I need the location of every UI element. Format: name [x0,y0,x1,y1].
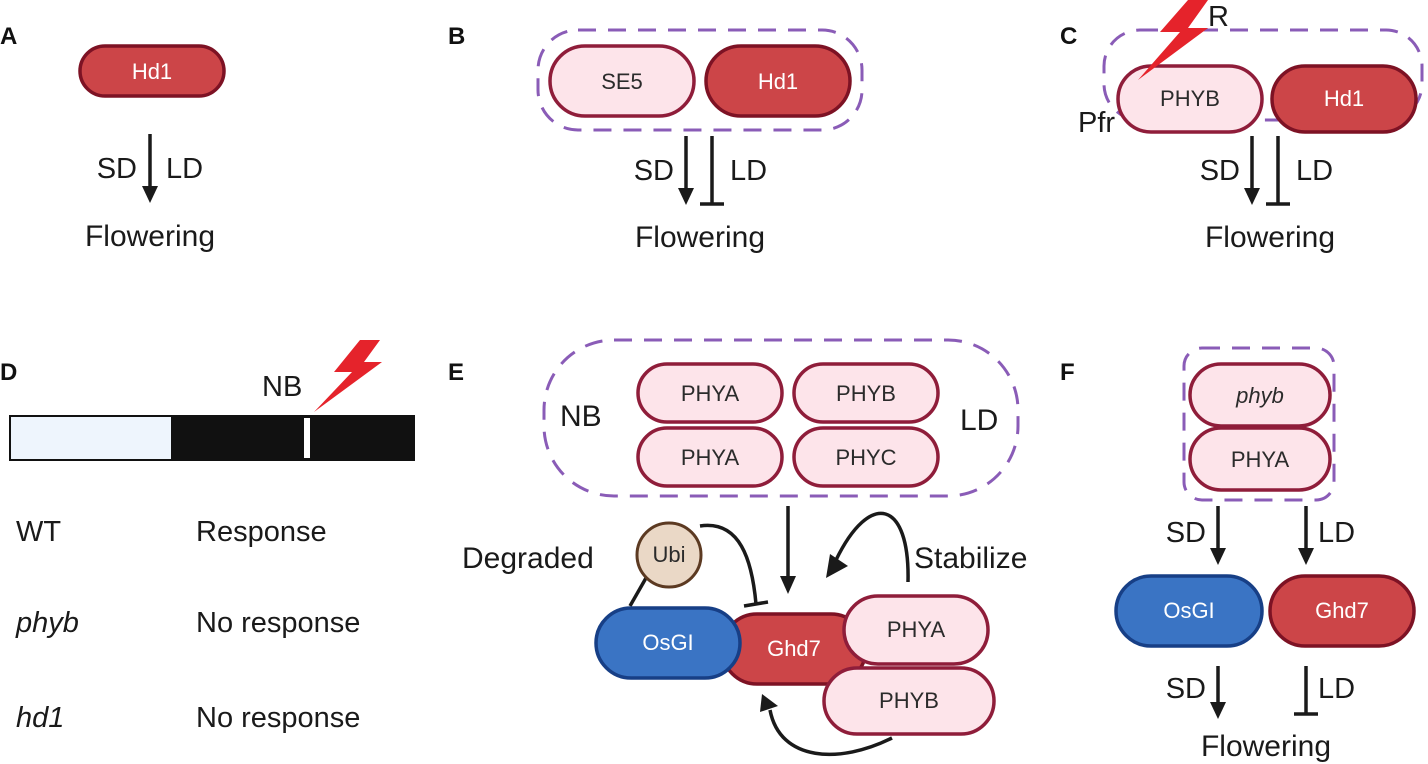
panel-letter-a: A [0,23,17,50]
phya-protein-2 [636,426,784,488]
ld-label: LD [730,155,767,187]
stabilize-arrow [834,511,910,583]
complex-outline [536,28,864,132]
r-label: R [1208,1,1229,33]
promote-arrowhead [678,188,694,205]
panel-letter-c: C [1060,23,1077,50]
hd1-protein [704,44,852,118]
stabilize-arrowhead [826,554,848,578]
phya-partner-label: PHYA [887,617,946,642]
osgi-protein [1114,574,1264,648]
sd-label: SD [97,153,137,185]
ld-label-bottom: LD [1318,673,1355,705]
panel-b: B SE5 Hd1 SD LD Flowering [448,23,864,254]
ubi-label: Ubi [652,542,685,567]
panel-d: D NB WT Response phyb No response hd1 No… [0,340,415,734]
panel-a: A Hd1 SD LD Flowering [0,23,226,253]
genotype-wt: WT [16,516,61,548]
nb-label: NB [560,400,602,433]
phyb-protein [792,362,940,424]
se5-label: SE5 [601,69,643,94]
flowering-label: Flowering [85,220,215,253]
genotype-hd1: hd1 [16,702,64,734]
osgi-label: OsGI [642,630,693,655]
sd-label-top: SD [1166,517,1206,549]
flowering-label: Flowering [635,221,765,254]
panel-e: E NB LD PHYA PHYB PHYA PHYC Stabilize De… [448,338,1027,757]
ld-label: LD [1296,155,1333,187]
night-break-marker [304,418,310,458]
panel-letter-f: F [1060,359,1075,386]
flowering-label: Flowering [1201,730,1331,763]
ubi-link [628,577,648,607]
degrade-inhibit-bar [743,600,769,608]
phyb-protein [1188,362,1332,428]
phya-protein [1188,426,1332,492]
sd-arrowhead-top [1210,548,1226,565]
degraded-label: Degraded [462,542,594,575]
hd1-protein [1270,64,1418,134]
flowering-label: Flowering [1205,221,1335,254]
phyb-partner-label: PHYB [879,688,939,713]
stabilize-label: Stabilize [914,542,1027,575]
promote-arrowhead [1244,188,1260,205]
phytochrome-complex-outline [1182,346,1336,502]
night-break-light-icon [314,340,382,412]
phyb-label: PHYB [1160,86,1220,111]
nb-label: NB [262,371,302,403]
result-wt: Response [196,516,327,548]
ubiquitin-icon [635,521,703,589]
sd-label: SD [1200,155,1240,187]
regulate-arrowhead [780,576,796,594]
ld-label-top: LD [1318,517,1355,549]
phytochrome-complex-outline [542,338,1020,498]
panel-letter-d: D [0,359,17,386]
ghd7-label: Ghd7 [767,636,821,661]
phya-label: PHYA [681,381,740,406]
ld-label: LD [166,153,203,185]
ld-arrowhead-top [1298,548,1314,565]
osgi-protein [594,606,742,680]
phyb-partner-protein [822,666,996,736]
complex-outline [1102,28,1424,122]
ghd7-protein [1268,574,1416,648]
sd-label: SD [634,155,674,187]
panel-f: F phyb PHYA SD LD OsGI Ghd7 SD LD Flower… [1060,346,1416,763]
phyb-protein [1116,64,1264,134]
se5-protein [548,44,696,118]
phyb-label: phyb [1235,383,1284,408]
ld-label: LD [960,404,998,437]
phya-partner-protein [842,594,990,666]
red-light-icon [1138,0,1208,80]
sd-label-bottom: SD [1166,673,1206,705]
osgi-label: OsGI [1163,598,1214,623]
panel-letter-b: B [448,23,465,50]
phya-label-2: PHYA [681,445,740,470]
panel-letter-e: E [448,359,464,386]
ghd7-label: Ghd7 [1315,598,1369,623]
sd-arrowhead-bottom [1210,702,1226,719]
panel-c: C PHYB Hd1 R Pfr SD LD Flowering [1060,0,1424,254]
pfr-label: Pfr [1078,107,1115,139]
phyb-label: PHYB [836,381,896,406]
hd1-label: Hd1 [758,69,798,94]
feedback-arrowhead [760,694,778,712]
phya-label: PHYA [1231,447,1290,472]
light-period [11,417,171,459]
phyc-label: PHYC [835,445,896,470]
hd1-protein [78,44,226,98]
feedback-arrow [768,709,893,757]
result-hd1: No response [196,702,360,734]
phyc-protein [792,426,940,488]
promote-arrowhead [142,186,158,203]
result-phyb: No response [196,607,360,639]
degrade-inhibit-path [699,523,758,605]
genotype-phyb: phyb [15,607,79,639]
phya-protein [636,362,784,424]
hd1-label: Hd1 [132,59,172,84]
hd1-label: Hd1 [1324,86,1364,111]
